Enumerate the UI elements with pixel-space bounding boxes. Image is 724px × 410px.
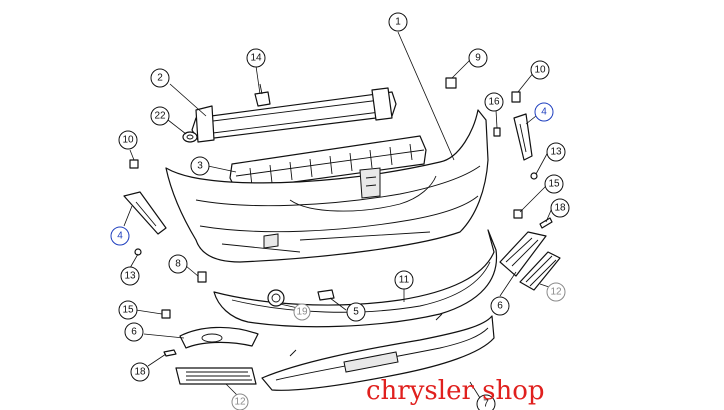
upper-bracket	[254, 83, 271, 107]
fasteners	[129, 77, 553, 357]
callout-15-right: 15	[544, 174, 564, 194]
callout-6-right: 6	[490, 296, 510, 316]
callout-8: 8	[168, 254, 188, 274]
callout-11: 11	[394, 270, 414, 290]
callout-12-right: 12	[546, 282, 566, 302]
callout-16: 16	[484, 92, 504, 112]
splash-shield	[261, 313, 495, 391]
energy-absorber	[229, 135, 427, 191]
callout-14: 14	[246, 48, 266, 68]
callout-6-left: 6	[124, 322, 144, 342]
svg-text:18: 18	[554, 203, 566, 214]
svg-text:19: 19	[296, 307, 308, 318]
svg-text:1: 1	[395, 17, 401, 28]
svg-text:12: 12	[234, 397, 246, 408]
svg-text:15: 15	[122, 305, 134, 316]
callout-15-left: 15	[118, 300, 138, 320]
shop-watermark: chrysler shop	[366, 376, 545, 406]
svg-text:22: 22	[154, 111, 166, 122]
fog-bezel-right	[499, 231, 547, 277]
svg-text:4: 4	[117, 231, 123, 242]
callout-13-left: 13	[120, 266, 140, 286]
svg-text:14: 14	[250, 53, 262, 64]
callout-22: 22	[150, 106, 170, 126]
callout-12-left: 12	[231, 393, 249, 410]
callout-18-left: 18	[130, 362, 150, 382]
callout-9: 9	[468, 48, 488, 68]
svg-text:3: 3	[197, 161, 203, 172]
svg-text:13: 13	[550, 147, 562, 158]
callout-10-left: 10	[118, 130, 138, 150]
grille-insert-left	[175, 367, 257, 385]
callout-2: 2	[150, 68, 170, 88]
svg-text:16: 16	[488, 97, 500, 108]
side-bracket-left	[123, 191, 167, 235]
svg-text:8: 8	[175, 259, 181, 270]
callout-3: 3	[190, 156, 210, 176]
callout-13-right: 13	[546, 142, 566, 162]
svg-text:2: 2	[157, 73, 163, 84]
callout-10-right: 10	[530, 60, 550, 80]
svg-text:13: 13	[124, 271, 136, 282]
svg-text:6: 6	[497, 301, 503, 312]
callout-5: 5	[346, 302, 366, 322]
nut-part	[182, 131, 198, 143]
svg-text:11: 11	[399, 275, 410, 286]
callout-4-left: 4	[110, 226, 130, 246]
fog-bezel-left	[179, 326, 259, 349]
svg-text:15: 15	[548, 179, 560, 190]
grille-insert-right	[519, 251, 561, 291]
callout-4-right: 4	[534, 102, 554, 122]
svg-text:10: 10	[534, 65, 546, 76]
reinforcement-beam	[191, 87, 397, 143]
svg-text:18: 18	[134, 367, 146, 378]
svg-text:7: 7	[483, 399, 489, 410]
callout-1: 1	[388, 12, 408, 32]
bumper-fascia	[165, 109, 489, 263]
callout-7: 7	[476, 394, 496, 410]
svg-text:9: 9	[475, 53, 481, 64]
svg-text:4: 4	[541, 107, 547, 118]
callout-18-right: 18	[550, 198, 570, 218]
svg-text:12: 12	[550, 287, 562, 298]
svg-text:6: 6	[131, 327, 137, 338]
svg-text:10: 10	[122, 135, 134, 146]
side-bracket-right	[513, 113, 533, 161]
callout-19: 19	[293, 303, 311, 321]
svg-text:5: 5	[353, 307, 359, 318]
